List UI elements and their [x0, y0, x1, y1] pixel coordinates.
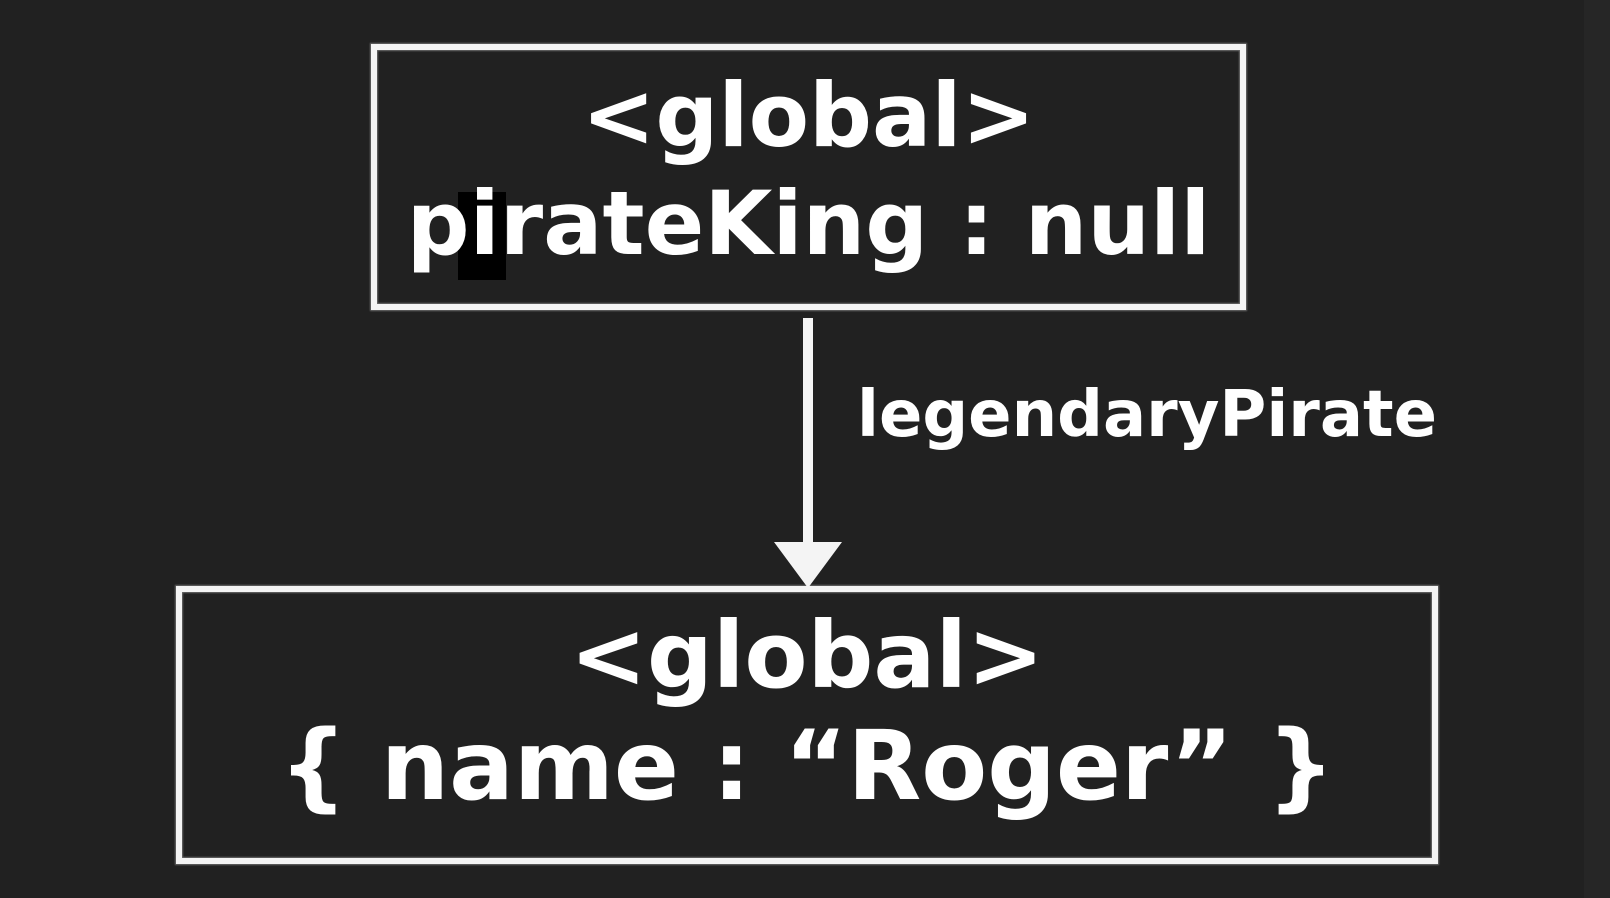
- bottom-scope-title: <global>: [569, 602, 1045, 709]
- top-scope-title: <global>: [581, 64, 1036, 167]
- top-scope-variable: pirateKing : null: [406, 172, 1211, 275]
- text-cursor: [458, 192, 506, 280]
- bottom-scope-object: { name : “Roger” }: [278, 710, 1336, 822]
- scrollbar-track: [1584, 0, 1610, 898]
- arrow-head: [774, 542, 842, 588]
- top-scope-box: [371, 44, 1246, 310]
- bottom-scope-box: [176, 586, 1438, 864]
- arrow-label: legendaryPirate: [857, 378, 1437, 452]
